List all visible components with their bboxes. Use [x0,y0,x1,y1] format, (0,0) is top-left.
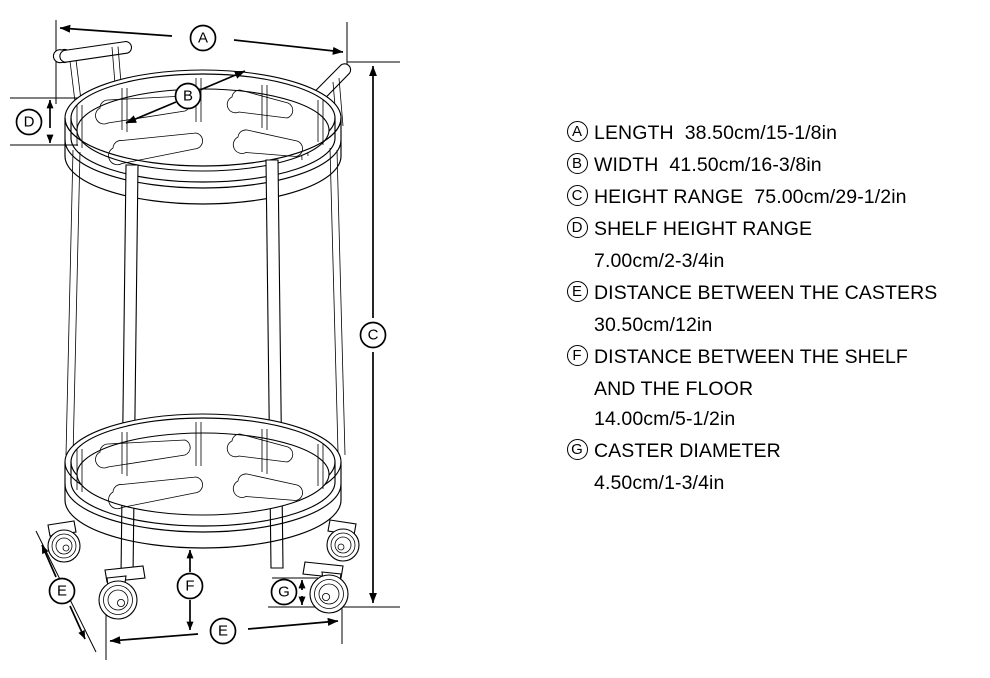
bottom-shelf [64,413,342,549]
legend-item-f: F DISTANCE BETWEEN THE SHELF [560,342,990,372]
top-tray [52,40,352,205]
cart-line-drawing: A B C D [10,20,400,660]
legend-label-g: CASTER DIAMETER [594,440,781,462]
bottom-rail-posts [76,422,324,492]
dimension-legend: A LENGTH 38.50cm/15-1/8in B WIDTH 41.50c… [560,118,990,500]
bottom-rail-slots [95,433,303,510]
marker-g-circle [270,578,298,606]
legend-label-b: WIDTH 41.50cm/16-3/8in [594,154,822,176]
casters [47,519,360,620]
marker-e-label: E [218,623,228,640]
dimension-e-diagonal: E [41,544,86,640]
marker-g-label: G [278,584,290,601]
legend-item-a: A LENGTH 38.50cm/15-1/8in [560,118,990,148]
dimension-f: F [176,549,204,631]
marker-d-circle [15,108,43,136]
legend-key-a: A [560,118,594,144]
marker-c-circle [359,321,387,349]
legend-label-e: DISTANCE BETWEEN THE CASTERS [594,282,938,304]
legend-item-b: B WIDTH 41.50cm/16-3/8in [560,150,990,180]
dimension-b: B [125,70,246,124]
marker-e-circle [209,617,237,645]
marker-a-circle [189,24,217,52]
legend-key-e: E [560,278,594,304]
caster-front-left [98,565,146,620]
legend-item-d: D SHELF HEIGHT RANGE [560,214,990,244]
marker-e2-label: E [57,583,67,600]
legend-item-e: E DISTANCE BETWEEN THE CASTERS [560,278,990,308]
legend-key-f: F [560,342,594,368]
dimension-a: A [59,24,344,55]
legend-key-d: D [560,214,594,240]
legend-key-c: C [560,182,594,208]
legend-key-g: G [560,436,594,462]
marker-a-label: A [198,30,208,47]
legend-value-e: 30.50cm/12in [594,314,713,336]
marker-e2-circle [48,577,76,605]
marker-f-circle [176,572,204,600]
caster-front-right [302,561,349,614]
caster-back-right [326,519,360,562]
dimension-d: D [15,99,54,144]
caster-back-left [47,520,81,563]
legend-key-b: B [560,150,594,176]
dimension-c: C [359,65,387,604]
marker-f-label: F [185,578,194,595]
marker-b-circle [174,82,202,110]
legend-value-f: AND THE FLOOR 14.00cm/5-1/2in [594,378,754,430]
legend-item-c: C HEIGHT RANGE 75.00cm/29-1/2in [560,182,990,212]
dimension-e: E [109,617,339,645]
marker-c-label: C [368,327,379,344]
legend-label-a: LENGTH 38.50cm/15-1/8in [594,122,838,144]
legend-item-g: G CASTER DIAMETER [560,436,990,466]
legend-value-d: 7.00cm/2-3/4in [594,250,725,272]
marker-d-label: D [24,114,35,131]
legend-label-f: DISTANCE BETWEEN THE SHELF [594,346,908,368]
dimension-g: G [270,578,306,606]
legend-value-g: 4.50cm/1-3/4in [594,472,725,494]
marker-b-label: B [183,88,193,105]
legend-label-c: HEIGHT RANGE 75.00cm/29-1/2in [594,186,907,208]
legend-label-d: SHELF HEIGHT RANGE [594,218,813,240]
